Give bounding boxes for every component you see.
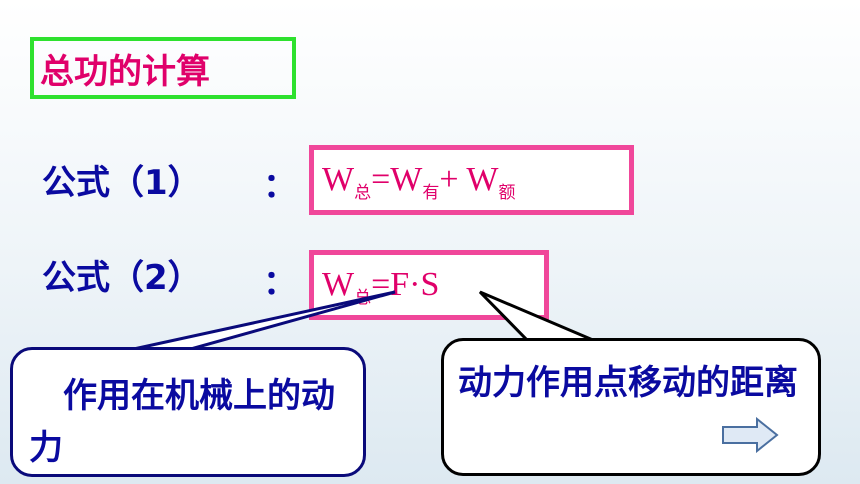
callout-distance: 动力作用点移动的距离 <box>441 338 821 476</box>
slide-title-text: 总功的计算 <box>40 51 210 92</box>
formula-1-sub-useful: 有 <box>422 182 440 202</box>
formula-1-sub-total: 总 <box>354 182 372 202</box>
callout-force: 作用在机械上的动力 <box>10 347 366 477</box>
formula-2-colon: ： <box>263 263 297 303</box>
formula-2-label: 公式（2） <box>42 258 202 298</box>
formula-1-label: 公式（1） <box>42 163 202 203</box>
formula-1-plus-w: + W <box>439 161 499 198</box>
callout-distance-text: 动力作用点移动的距离 <box>458 363 798 403</box>
callout-left-tail <box>119 290 396 354</box>
slide-title: 总功的计算 <box>30 37 296 99</box>
callout-right-tail <box>478 290 601 345</box>
formula-2-w-total: W <box>322 266 355 303</box>
formula-1-w-total: W <box>322 161 355 198</box>
callout-force-text: 作用在机械上的动力 <box>29 376 335 468</box>
right-arrow-icon[interactable] <box>721 417 779 453</box>
formula-1-colon: ： <box>263 166 297 206</box>
formula-1-sub-extra: 额 <box>498 182 516 202</box>
formula-1-eq-w: =W <box>371 161 423 198</box>
